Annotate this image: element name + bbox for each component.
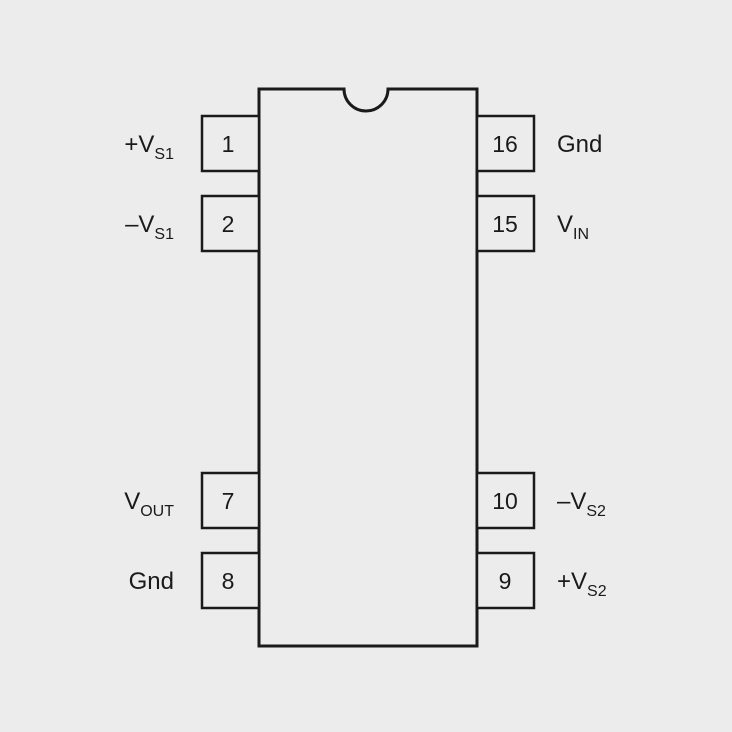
- pin-2-label-main: –V: [125, 211, 154, 238]
- pin-15-label-main: V: [557, 211, 573, 238]
- pin-7-label-sub: OUT: [140, 503, 174, 520]
- pin-2: 2: [200, 194, 261, 253]
- pin-7-box: [200, 471, 261, 530]
- pin-8-label: Gnd: [129, 568, 174, 595]
- pin-7-label: VOUT: [124, 488, 174, 520]
- pin-9-box: [475, 551, 536, 610]
- pin-1-box: [200, 114, 261, 173]
- pin-16-box: [475, 114, 536, 173]
- pin-2-box: [200, 194, 261, 253]
- pin-1-number: 1: [222, 131, 235, 157]
- pin-15-label: VIN: [557, 211, 589, 243]
- pin-10-label-sub: S2: [586, 503, 606, 520]
- pin-1-label-sub: S1: [154, 146, 174, 163]
- pin-2-label-sub: S1: [154, 226, 174, 243]
- pin-7-label-main: V: [124, 488, 140, 515]
- pin-1: 1: [200, 114, 261, 173]
- pin-15-label-sub: IN: [573, 226, 589, 243]
- pin-10-label: –VS2: [557, 488, 606, 520]
- pin-9: 9: [475, 551, 536, 610]
- pin-16: 16: [475, 114, 536, 173]
- pin-2-label: –VS1: [125, 211, 174, 243]
- pin-7: 7: [200, 471, 261, 530]
- pin-15-box: [475, 194, 536, 253]
- pin-1-label-main: +V: [124, 131, 154, 158]
- pin-8: 8: [200, 551, 261, 610]
- pin-15-number: 15: [492, 211, 518, 237]
- pin-9-label: +VS2: [557, 568, 607, 600]
- pin-10: 10: [475, 471, 536, 530]
- pin-9-label-main: +V: [557, 568, 587, 595]
- pin-8-number: 8: [222, 568, 235, 594]
- pin-16-number: 16: [492, 131, 518, 157]
- pin-10-number: 10: [492, 488, 518, 514]
- pin-16-label: Gnd: [557, 131, 602, 158]
- pin-10-label-main: –V: [557, 488, 586, 515]
- pin-9-number: 9: [499, 568, 512, 594]
- ic-package-body: [257, 87, 479, 648]
- pin-1-label: +VS1: [124, 131, 174, 163]
- pin-2-number: 2: [222, 211, 235, 237]
- pin-9-label-sub: S2: [587, 583, 607, 600]
- pin-8-box: [200, 551, 261, 610]
- pin-15: 15: [475, 194, 536, 253]
- pin-7-number: 7: [222, 488, 235, 514]
- pin-10-box: [475, 471, 536, 530]
